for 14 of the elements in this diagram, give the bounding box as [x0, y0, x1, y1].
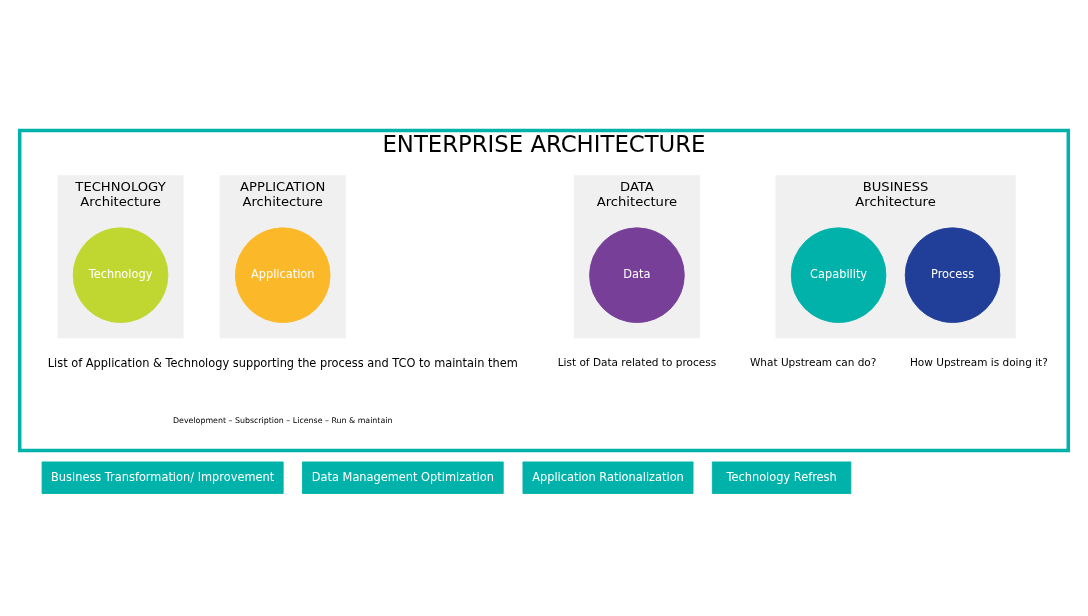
- node-circle: Process: [904, 226, 1001, 323]
- label: Development – Subscription – License – Run & maintain: [172, 415, 393, 425]
- node-label: List of Data related to process: [557, 355, 717, 368]
- node-label: What Upstream can do?: [749, 355, 877, 368]
- node-circle: Technology: [72, 226, 169, 323]
- node-label: How Upstream is doing it?: [909, 355, 1048, 368]
- node-box: Technology Refresh: [711, 461, 852, 494]
- node-circle: Application: [234, 226, 331, 323]
- node-box: Application Rationalization: [522, 461, 694, 494]
- label: List of Application & Technology supporting the process and TCO to maintain them: [47, 355, 518, 370]
- node-circle: Data: [589, 226, 685, 323]
- node-box: Data Management Optimization: [302, 461, 504, 494]
- node-box: Business Transformation/ Improvement: [41, 461, 284, 494]
- node-circle: Capability: [790, 226, 887, 323]
